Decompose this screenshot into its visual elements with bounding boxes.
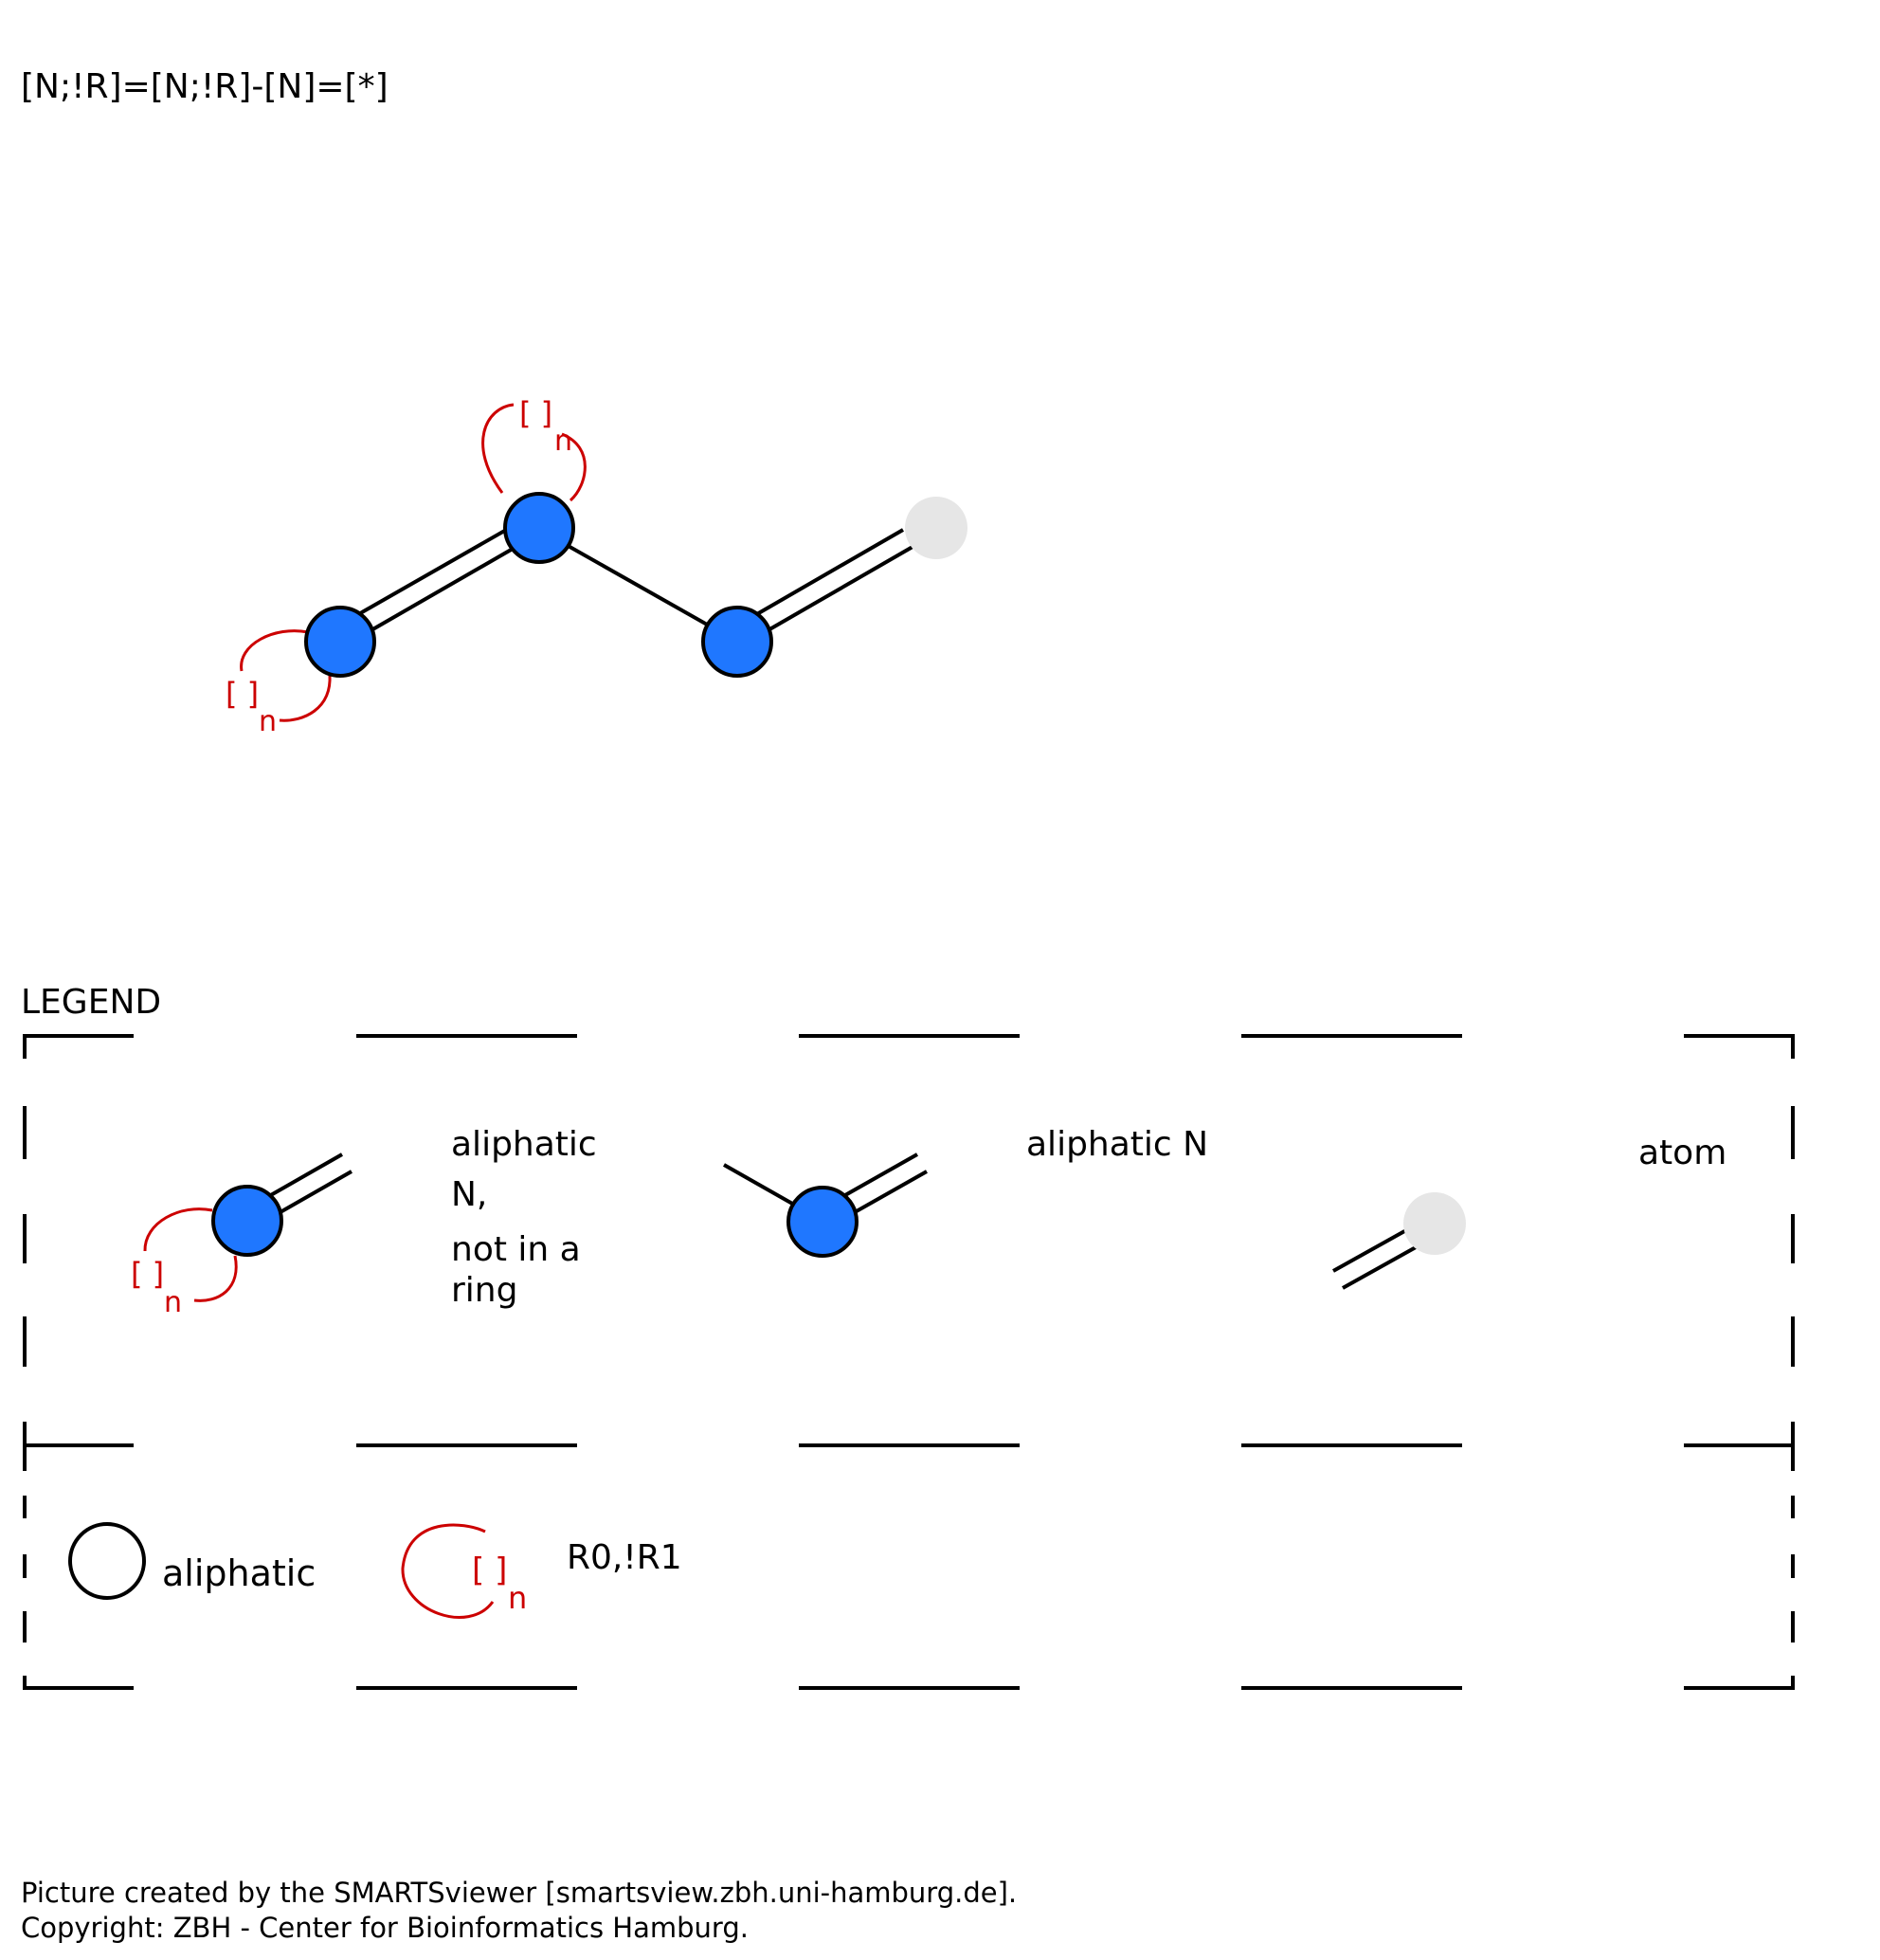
ring-bracket-label: [ ] (226, 676, 259, 712)
legend-label: R0,!R1 (567, 1538, 682, 1577)
nitrogen-atom-3 (701, 606, 773, 678)
legend-label: aliphatic N (1026, 1125, 1208, 1164)
ring-subscript-label: n (554, 425, 572, 458)
double-bond-n1-n2-a (334, 516, 529, 629)
nitrogen-atom (786, 1186, 859, 1258)
legend-entry-ring-count: [ ] n R0,!R1 (401, 1523, 682, 1619)
ring-bracket-label: [ ] (472, 1552, 507, 1589)
nitrogen-atom-2 (503, 492, 575, 564)
ring-subscript-label: n (259, 705, 277, 738)
ring-annotation-arc (481, 403, 515, 494)
smarts-string: [N;!R]=[N;!R]-[N]=[*] (21, 67, 389, 106)
ring-annotation-arc (240, 629, 309, 672)
ring-subscript-label: n (164, 1286, 182, 1319)
legend-entry-aliphatic-n: aliphatic N (723, 1125, 1208, 1258)
any-atom (1403, 1192, 1466, 1255)
any-atom (905, 497, 967, 559)
ring-annotation-icon (401, 1523, 495, 1619)
ring-annotation-arc (193, 1255, 238, 1302)
footer-credit: Picture created by the SMARTSviewer [sma… (21, 1877, 1017, 1909)
ring-annotation-arc (561, 432, 587, 502)
legend-entry-nonring-n: [ ] n aliphatic N, not in a ring (131, 1125, 607, 1319)
ring-annotation-arc (279, 674, 332, 722)
ring-bracket-label: [ ] (131, 1256, 164, 1292)
molecule: [ ] n [ ] n (226, 395, 967, 738)
legend-label: aliphatic (162, 1552, 316, 1594)
nitrogen-atom-1 (304, 606, 376, 678)
nitrogen-atom (211, 1185, 283, 1257)
single-bond-n2-n3 (535, 526, 738, 644)
legend-label: atom (1638, 1134, 1726, 1172)
ring-subscript-label: n (508, 1580, 527, 1616)
legend-frame (23, 1034, 1795, 1690)
legend-entry-aliphatic: aliphatic (68, 1522, 316, 1600)
double-bond-n1-n2-b (344, 533, 538, 647)
legend-title: LEGEND (21, 983, 161, 1022)
double-bond-n3-any-a (736, 528, 904, 627)
aliphatic-circle-icon (68, 1522, 146, 1600)
ring-bracket-label: [ ] (519, 395, 552, 431)
double-bond-n3-any-b (746, 545, 913, 644)
ring-annotation-arc (143, 1207, 213, 1252)
legend-entry-any-atom: atom (1332, 1134, 1726, 1290)
legend-label: aliphatic N, not in a ring (451, 1125, 607, 1310)
footer-copyright: Copyright: ZBH - Center for Bioinformati… (21, 1912, 749, 1944)
